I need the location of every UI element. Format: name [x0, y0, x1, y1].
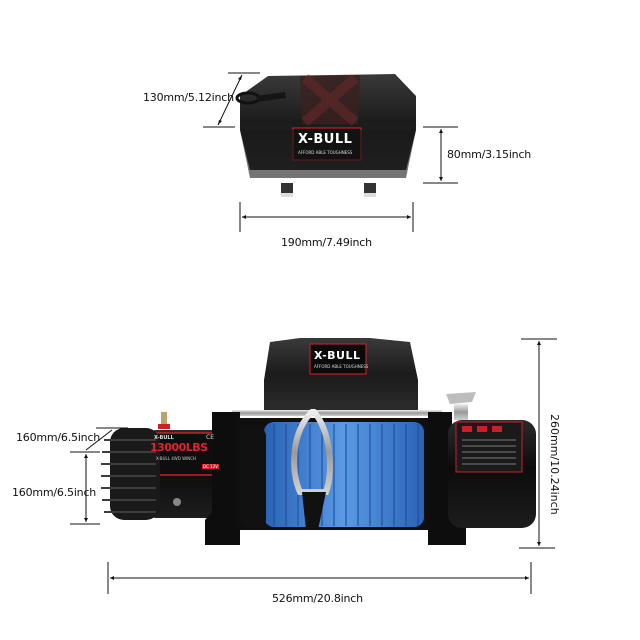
motor-height-label: 160mm/6.5inch [12, 486, 97, 499]
motor-brand-text: X-BULL [154, 435, 174, 441]
winch-box-tagline: AFFORD ABLE TOUGHNESS [314, 364, 369, 369]
control-box-brand-logo: X-BULL [298, 132, 353, 147]
winch-box-brand-logo: X-BULL [314, 349, 361, 362]
motor-voltage-badge: DC 12V [202, 464, 219, 469]
motor-ce-mark: CE [206, 434, 214, 441]
motor-capacity-label: 13000LBS [150, 441, 208, 454]
winch-total-length-label: 526mm/20.8inch [272, 592, 363, 605]
motor-depth-label: 160mm/6.5inch [16, 431, 101, 444]
motor-model-label: X-BULL 4WD WINCH [156, 456, 197, 461]
winch-total-height-label: 260mm/10.24inch [548, 414, 561, 515]
control-box-tagline: AFFORD ABLE TOUGHNESS [298, 150, 353, 155]
control-box-depth-label: 130mm/5.12inch [143, 91, 234, 104]
control-box-height-label: 80mm/3.15inch [447, 148, 532, 161]
control-box-width-label: 190mm/7.49inch [281, 236, 372, 249]
